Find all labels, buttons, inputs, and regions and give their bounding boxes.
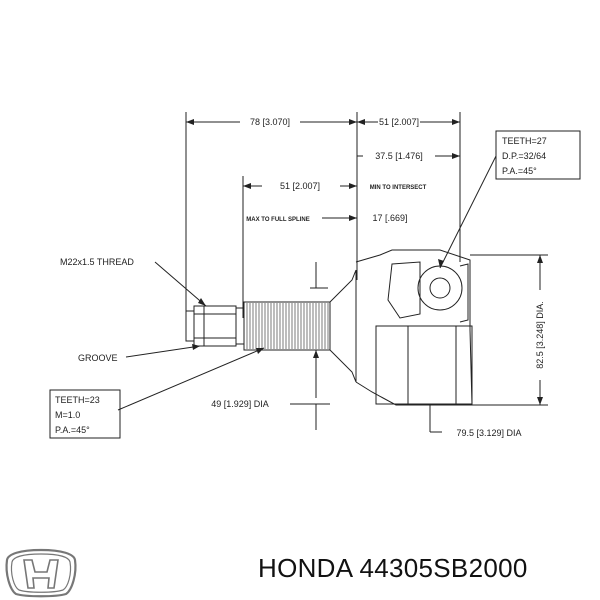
inner-teeth-box — [49, 389, 121, 439]
outer-teeth-box — [495, 130, 581, 180]
dim-outer-dia: 79.5 [3.129] DIA — [456, 428, 521, 438]
label-min-intersect: MIN TO INTERSECT — [370, 185, 427, 191]
honda-logo-icon — [5, 548, 77, 598]
outer-teeth-line: TEETH=27 — [502, 136, 547, 146]
product-caption: HONDA 44305SB2000 — [258, 553, 528, 583]
dim-overall-length: 78 [3.070] — [250, 117, 290, 127]
inner-m-line: M=1.0 — [55, 410, 80, 420]
dim-spline-offset: 17 [.669] — [372, 213, 407, 223]
label-groove: GROOVE — [78, 353, 118, 363]
outer-pa-line: P.A.=45° — [502, 166, 537, 176]
outer-dp-line: D.P.=32/64 — [502, 151, 546, 161]
label-max-spline: MAX TO FULL SPLINE — [246, 217, 309, 223]
inner-teeth-line: TEETH=23 — [55, 395, 100, 405]
cv-joint-drawing: 78 [3.070] 51 [2.007] 37.5 [1.476] 51 [2… — [49, 112, 581, 439]
dim-bell-dia: 82.5 [3.248] DIA. — [535, 301, 545, 369]
inner-pa-line: P.A.=45° — [55, 425, 90, 435]
dim-bell-length: 51 [2.007] — [379, 117, 419, 127]
dim-shaft-length: 51 [2.007] — [280, 181, 320, 191]
dim-shaft-dia: 49 [1.929] DIA — [211, 399, 269, 409]
label-thread: M22x1.5 THREAD — [60, 257, 134, 267]
dim-bell-center: 37.5 [1.476] — [375, 151, 423, 161]
